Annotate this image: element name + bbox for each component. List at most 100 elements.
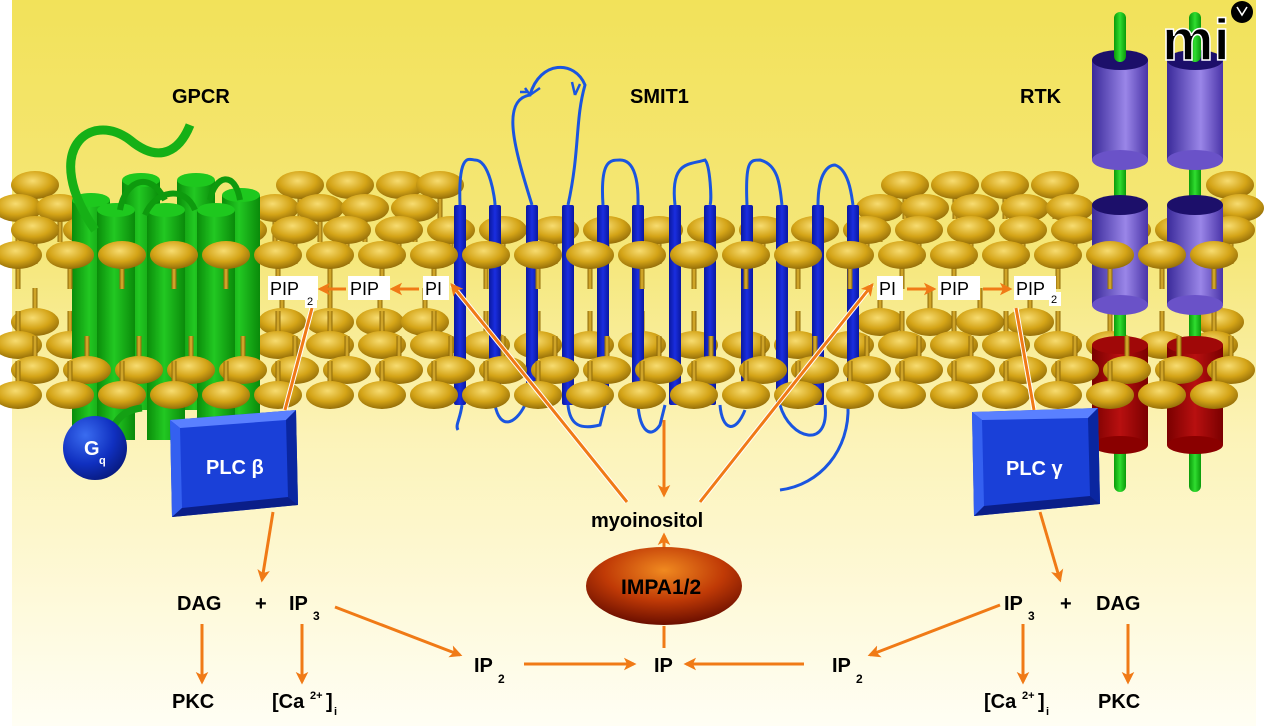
left-ca-open: [Ca (272, 691, 305, 713)
lipid-head (326, 171, 374, 199)
rtk-kinase-top (1092, 336, 1148, 354)
arrow-line (450, 283, 629, 503)
lipid-head (531, 356, 579, 384)
rtk-domain-bottom (1092, 150, 1148, 170)
lipid-tail (188, 336, 194, 370)
lipid-tail (847, 361, 853, 395)
lipid (566, 241, 614, 289)
lipid (0, 311, 42, 359)
lipid (254, 311, 302, 359)
lipid-tail (899, 255, 905, 289)
pathway-arrow (1038, 511, 1064, 583)
lipid (895, 336, 943, 384)
lipid-tail (927, 288, 933, 322)
lipid (358, 241, 406, 289)
lipid (306, 311, 354, 359)
lipid-head (1190, 241, 1238, 269)
lipid-head (11, 216, 59, 244)
lipid-tail (1228, 336, 1234, 370)
lipid (219, 336, 267, 384)
lipid-tail (431, 361, 437, 395)
lipid-head (514, 241, 562, 269)
pathway-arrow (450, 283, 629, 504)
left-calcium: [Ca 2+ ] i (272, 690, 337, 718)
lipid-head (856, 194, 904, 222)
right-ip3-sub: 3 (1028, 609, 1035, 623)
lipid (906, 288, 954, 336)
lipid-tail (1003, 361, 1009, 395)
plc-beta-label: PLC β (206, 457, 264, 479)
right-pip2: PIP (1016, 279, 1045, 299)
lipid (462, 241, 510, 289)
lipid-tail (587, 255, 593, 289)
left-pkc: PKC (172, 691, 214, 713)
lipid-tail (1107, 361, 1113, 395)
smit1-extracellular-loop (600, 158, 640, 206)
lipid-tail (1107, 255, 1113, 289)
lipid-tail (136, 336, 142, 370)
lipid-head (150, 381, 198, 409)
lipid-head (462, 381, 510, 409)
plc-gamma-label: PLC γ (1006, 458, 1064, 480)
lipid-head (843, 356, 891, 384)
lipid-head (901, 194, 949, 222)
lipid (11, 336, 59, 384)
lipid (826, 361, 874, 409)
lipid-head (219, 356, 267, 384)
lipid-tail (977, 288, 983, 322)
lipid-tail (171, 255, 177, 289)
lipid-head (258, 308, 306, 336)
logo-text: mi (1162, 8, 1230, 73)
lipid (358, 361, 406, 409)
lipid (982, 241, 1030, 289)
gpcr-helix-top (147, 203, 185, 217)
glycosylation-branch (520, 86, 541, 97)
lipid-head (722, 381, 770, 409)
lipid (1034, 361, 1082, 409)
lipid-tail (279, 288, 285, 322)
lipid (739, 336, 787, 384)
right-pi: PI (879, 279, 896, 299)
lipid (254, 241, 302, 289)
lipid-head (427, 216, 475, 244)
right-ca-open: [Ca (984, 691, 1017, 713)
lipid-tail (396, 336, 402, 370)
right-ca-close: ] (1038, 691, 1045, 713)
lipid-head (1086, 381, 1134, 409)
lipid-head (566, 241, 614, 269)
lipid-tail (708, 336, 714, 370)
lipid-head (583, 356, 631, 384)
lipid-head (999, 216, 1047, 244)
lipid-head (98, 381, 146, 409)
lipid-tail (795, 311, 801, 345)
left-pip: PIP (350, 279, 379, 299)
lipid-head (981, 171, 1029, 199)
smit1-label: SMIT1 (630, 86, 689, 108)
gq-label: G (84, 438, 100, 460)
gpcr-helix-top (197, 203, 235, 217)
lipid (1086, 241, 1134, 289)
lipid (98, 241, 146, 289)
lipid-head (410, 241, 458, 269)
smit1-intracellular-loop (718, 404, 747, 428)
lipid-head (1216, 194, 1264, 222)
lipid-head (906, 308, 954, 336)
lipid-tail (327, 288, 333, 322)
lipid-head (323, 356, 371, 384)
lipid-head (202, 381, 250, 409)
pathway-arrow (867, 603, 1001, 658)
lipid (1155, 336, 1203, 384)
lipid-tail (379, 361, 385, 395)
lipid (982, 361, 1030, 409)
lipid-head (410, 331, 458, 359)
lipid-tail (67, 255, 73, 289)
lipid-tail (951, 311, 957, 345)
lipid-head (427, 356, 475, 384)
lipid-head (670, 381, 718, 409)
lipid-head (11, 356, 59, 384)
lipid (416, 171, 464, 219)
lipid-head (98, 241, 146, 269)
lipid (98, 361, 146, 409)
lipid-tail (84, 336, 90, 370)
lipid (774, 241, 822, 289)
